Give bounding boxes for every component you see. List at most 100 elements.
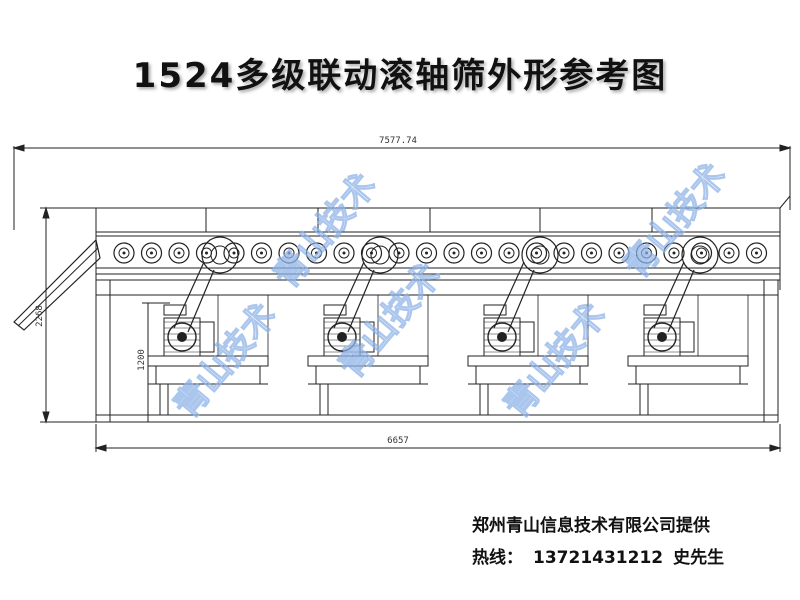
roller-axle [672,251,676,255]
overall-height-label: 2268 [35,305,45,327]
roller [113,242,135,264]
roller [718,242,740,264]
roller-axle [480,251,483,255]
roller-axle [535,251,538,255]
motor-height-label: 1200 [137,349,147,371]
motor-terminal-box [643,304,667,316]
dim-arrow-right [779,144,792,152]
roller-hub [256,247,267,259]
roller-hub [118,247,130,259]
motor-shaft [337,332,347,342]
roller [443,242,465,264]
drive-belt [653,261,685,329]
hotline-line: 热线： 13721431212 史先生 [472,543,734,568]
drive-belt [333,261,365,329]
roller-hub [393,247,405,259]
motor-terminal-box [323,304,347,316]
feed-chute [13,238,101,331]
roller-axle [755,251,758,255]
motor-base-plate [147,355,269,367]
drive-sprocket-hub [210,245,230,265]
motor-pulley [487,322,517,352]
roller-axle [287,251,291,255]
roller [415,242,438,264]
roller [250,242,273,264]
drive-sprocket [521,236,559,274]
roller-hub [448,247,460,259]
dim-arrow-down [42,411,50,424]
roller-axle [590,251,593,255]
provider-text: 郑州青山信息技术有限公司提供 [472,516,710,536]
drive-unit [307,236,429,415]
motor-terminal-box [483,304,507,316]
dim-arrow-frame-left [94,444,107,452]
drive-unit [147,236,269,415]
roller-axle [700,251,703,255]
overall-length-label: 7577.74 [379,136,417,146]
roller-axle [452,251,456,255]
roller-hub [421,247,432,259]
frame-length-label: 6657 [387,436,409,446]
roller-hub [641,247,652,259]
page-title: 1524多级联动滚轴筛外形参考图 [132,56,668,96]
roller [333,242,355,264]
motor-shaft [657,332,667,342]
roller-row [113,242,768,264]
roller [745,242,768,264]
drive-sprocket [681,236,719,274]
roller-hub [311,247,322,259]
motor-pulley [167,322,197,352]
drive-belt [507,269,535,333]
drive-belt [347,269,375,333]
watermark-text: 青山技术 [266,166,384,296]
roller-hub [613,247,625,259]
drive-sprocket-hub [690,245,710,265]
motor-gearbox [679,321,695,353]
roller-hub [338,247,350,259]
frame-panel [217,294,269,357]
roller-axle [150,251,153,255]
motor-gearbox [199,321,215,353]
discharge-lip [779,195,791,209]
roller [140,242,163,264]
roller-hub [146,247,157,259]
dim-arrow-up [42,206,50,219]
feed-chute-inner [17,247,99,327]
roller-axle [205,251,208,255]
watermark-layer: 青山技术青山技术青山技术青山技术青山技术 [166,155,735,426]
frame-panel [377,294,429,357]
motor-terminal-box [163,304,187,316]
motor-shaft [177,332,187,342]
motor-base-plate [467,355,589,367]
drive-belt [187,269,215,333]
frame-panel [697,294,749,357]
roller-axle [425,251,428,255]
roller [663,242,685,264]
roller-axle [315,251,318,255]
roller-axle [177,251,181,255]
roller-hub [586,247,597,259]
drive-sprocket [361,236,399,274]
contact-name: 史先生 [673,548,725,568]
drive-unit [627,236,749,415]
hotline-label: 热线： [472,548,523,568]
roller-axle [122,251,126,255]
roller-hub [503,247,515,259]
roller-axle [727,251,731,255]
roller [305,242,328,264]
drive-sprocket-hub [370,245,390,265]
roller-axle [562,251,566,255]
roller-axle [507,251,511,255]
roller-axle [232,251,236,255]
roller-hub [476,247,487,259]
roller-axle [342,251,346,255]
roller [498,242,520,264]
hotline-number: 13721431212 [533,548,664,568]
roller [608,242,630,264]
motor-pulley [647,322,677,352]
motor-gearbox [519,321,535,353]
roller-hub [283,247,295,259]
motor-base-plate [307,355,429,367]
roller [470,242,493,264]
